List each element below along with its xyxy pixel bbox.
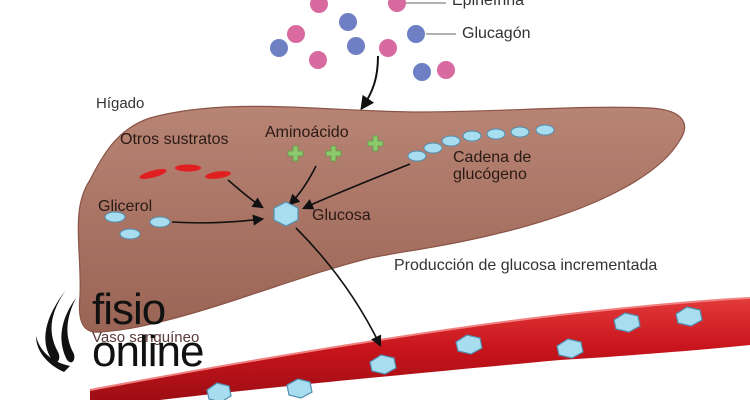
glycogen-unit xyxy=(536,125,554,135)
epinefrina-molecule xyxy=(437,61,455,79)
glycogen-unit xyxy=(442,136,460,146)
flame-logo-icon xyxy=(36,290,76,372)
higado-label: Hígado xyxy=(96,96,144,111)
epinefrina-molecule xyxy=(309,51,327,69)
epinefrina-label: Epinefrina xyxy=(452,0,524,9)
substrate-dash xyxy=(175,165,201,172)
glucagon-label: Glucagón xyxy=(462,26,531,42)
epinefrina-molecule xyxy=(287,25,305,43)
glucose-hexagon xyxy=(274,202,298,226)
glicerol-label: Glicerol xyxy=(98,199,152,215)
glycogen-unit xyxy=(487,129,505,139)
logo-online: online xyxy=(92,330,203,374)
glycogen-unit xyxy=(511,127,529,137)
glucagon-molecule xyxy=(407,25,425,43)
glucagon-molecule xyxy=(310,0,328,13)
glycogen-unit xyxy=(408,151,426,161)
cadena-label: Cadena de glucógeno xyxy=(453,150,603,184)
glucagon-molecule xyxy=(339,13,357,31)
otros-sustratos-label: Otros sustratos xyxy=(120,132,260,149)
glycogen-unit xyxy=(463,131,481,141)
hormone-molecules xyxy=(270,0,455,81)
glucagon-molecule xyxy=(347,37,365,55)
glucagon-molecule xyxy=(270,39,288,57)
hormone-arrow xyxy=(362,56,378,108)
epinefrina-molecule xyxy=(388,0,406,12)
logo-fisio: fisio xyxy=(92,288,165,332)
glycogen-unit xyxy=(424,143,442,153)
glycerol-unit xyxy=(120,229,140,239)
produccion-label: Producción de glucosa incrementada xyxy=(394,258,704,275)
aminoacido-label: Aminoácido xyxy=(265,125,349,141)
glucosa-label: Glucosa xyxy=(312,208,371,224)
glucagon-molecule xyxy=(413,63,431,81)
glycerol-unit xyxy=(150,217,170,227)
epinefrina-molecule xyxy=(379,39,397,57)
